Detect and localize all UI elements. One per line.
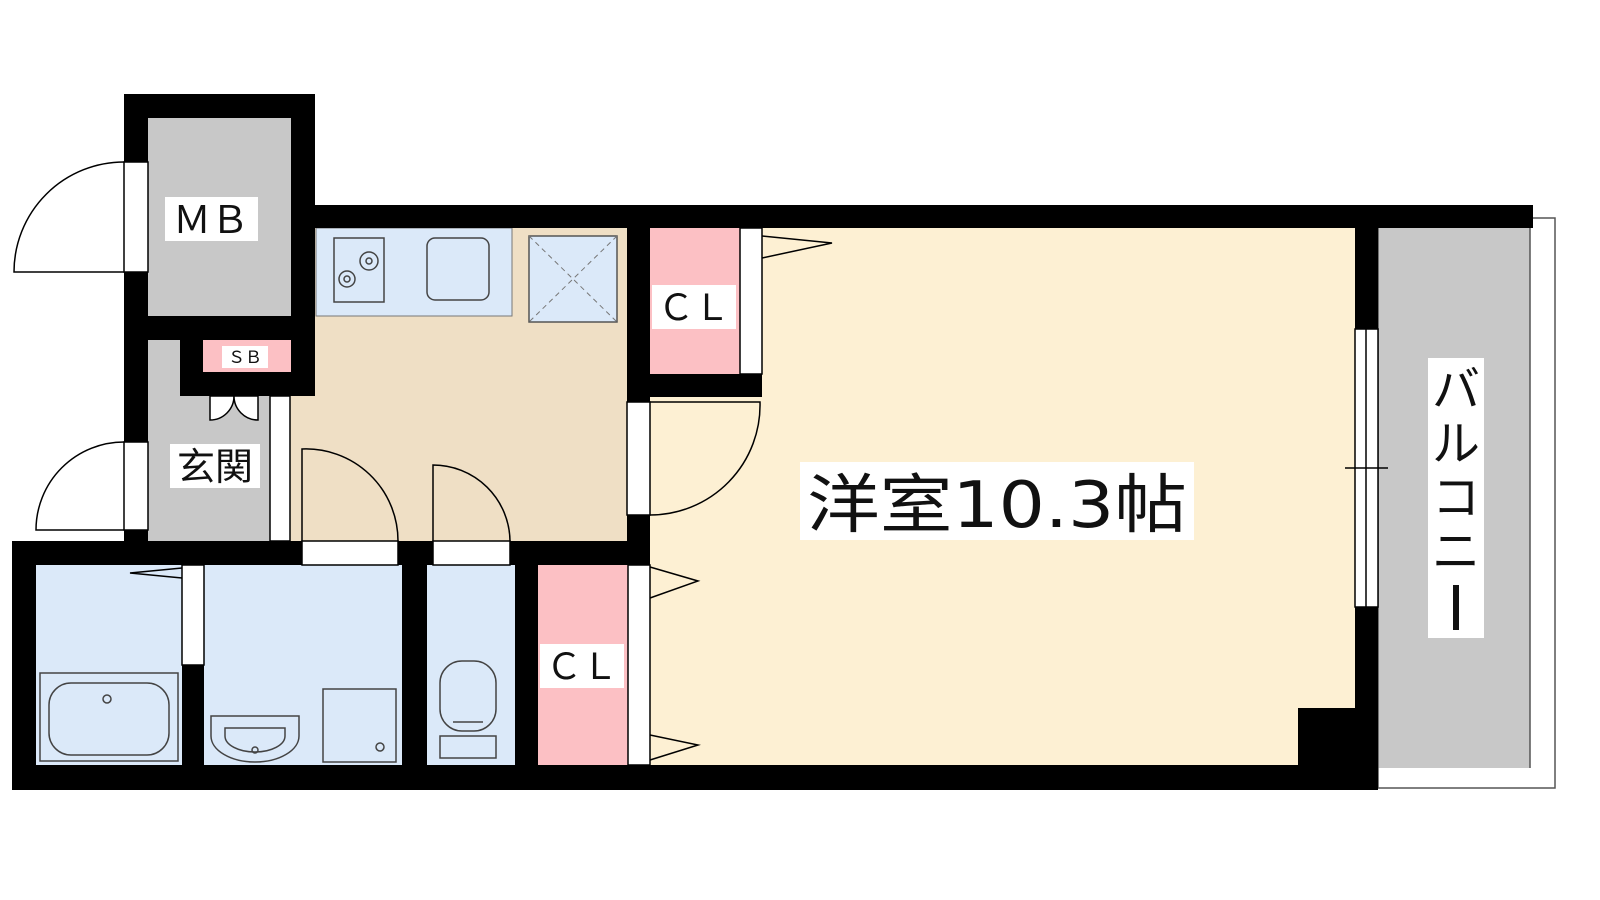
sb-label: ＳＢ — [228, 348, 262, 368]
toilet-icon — [439, 660, 497, 759]
washbasin-icon — [210, 715, 300, 763]
stove-icon — [333, 237, 385, 303]
balcony-char: ル — [1432, 416, 1480, 472]
balcony-label: バ ル コ ニ — [1432, 362, 1480, 630]
toilet-floor — [427, 565, 515, 765]
closet-top-label: ＣＬ — [658, 288, 730, 329]
balcony-char: コ — [1432, 470, 1480, 526]
bathtub-icon — [39, 672, 179, 762]
mb-label: ＭＢ — [173, 198, 249, 242]
doors — [13, 161, 1388, 766]
kitchen-counter — [315, 227, 513, 317]
entrance-label: 玄関 — [177, 445, 253, 489]
sink-icon — [426, 237, 490, 301]
closet-bottom-label: ＣＬ — [546, 647, 618, 688]
walls — [12, 94, 1533, 790]
balcony-char: ニ — [1432, 524, 1480, 580]
balcony-long-vowel — [1453, 585, 1459, 630]
washroom-floor — [204, 565, 402, 765]
balcony-char: バ — [1432, 362, 1480, 418]
washing-machine-icon — [322, 688, 397, 763]
western-room-label: 洋室10.3帖 — [807, 469, 1187, 543]
